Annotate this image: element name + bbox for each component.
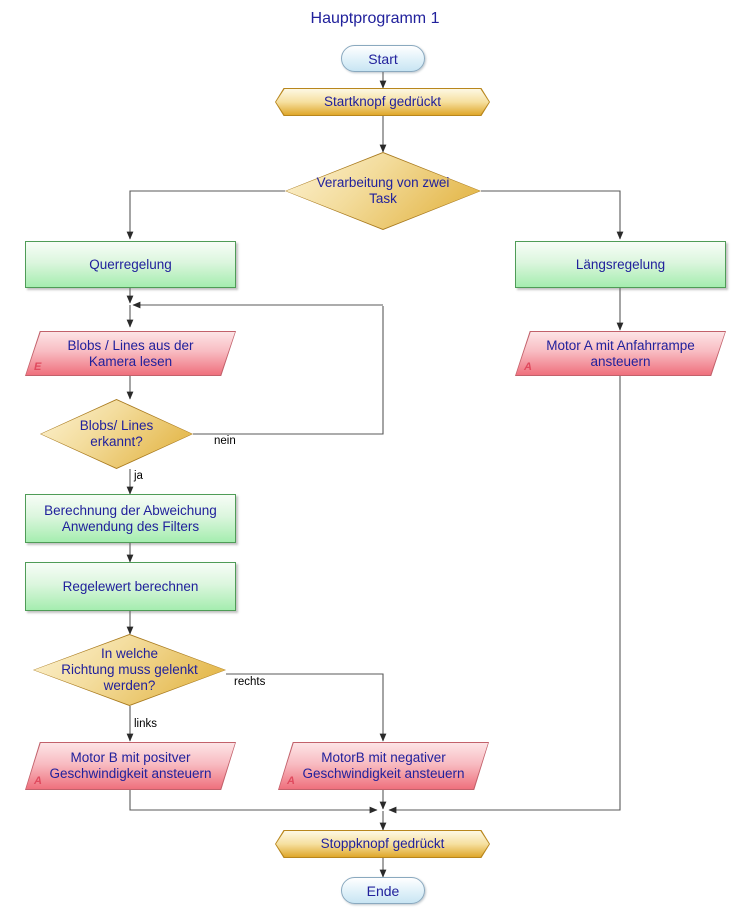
- edge-decision-nein: [193, 306, 384, 435]
- node-stoppknopf-textbox: Stoppknopf gedrückt: [275, 830, 490, 858]
- diagram-title: Hauptprogramm 1: [310, 10, 440, 27]
- node-ende-label: Ende: [366, 882, 400, 899]
- node-motor-b-positiv-label: Motor B mit positver Geschwindigkeit ans…: [49, 750, 212, 781]
- node-motor-a-textbox: Motor A mit Anfahrrampe ansteuern: [515, 331, 726, 376]
- node-berechnung-label: Berechnung der Abweichung Anwendung des …: [44, 502, 217, 534]
- edge-richtung-rechts: [226, 673, 387, 742]
- node-stoppknopf[interactable]: Stoppknopf gedrückt: [275, 830, 490, 858]
- node-querregelung[interactable]: Querregelung: [25, 241, 236, 288]
- node-regelwert-label: Regelewert berechnen: [62, 578, 199, 594]
- node-start[interactable]: Start: [341, 45, 425, 72]
- node-blobs-erkannt-label: Blobs/ Lines erkannt?: [79, 418, 154, 449]
- node-startknopf-label: Startknopf gedrückt: [323, 94, 442, 109]
- node-laengsregelung[interactable]: Längsregelung: [515, 241, 726, 288]
- node-start-label: Start: [368, 50, 398, 67]
- node-blobs-erkannt-textbox: Blobs/ Lines erkannt?: [40, 399, 193, 469]
- node-laengsregelung-label: Längsregelung: [575, 256, 666, 272]
- edge-label-ja: ja: [134, 470, 143, 482]
- node-regelwert-berechnen[interactable]: Regelewert berechnen: [25, 562, 236, 611]
- node-verarbeitung-textbox: Verarbeitung von zwei Task: [285, 152, 481, 230]
- node-blobs-erkannt[interactable]: Blobs/ Lines erkannt?: [40, 399, 193, 469]
- node-blobs-lesen-label: Blobs / Lines aus der Kamera lesen: [67, 337, 194, 369]
- node-motor-a-label: Motor A mit Anfahrrampe ansteuern: [546, 337, 695, 369]
- node-ende[interactable]: Ende: [341, 877, 425, 904]
- edge-motora-to-merge: [388, 376, 621, 814]
- edge-motorbpos-to-merge: [129, 790, 378, 814]
- node-verarbeitung-von-zwei-task[interactable]: Verarbeitung von zwei Task: [285, 152, 481, 230]
- node-blobs-lesen-textbox: Blobs / Lines aus der Kamera lesen: [25, 331, 236, 376]
- node-startknopf[interactable]: Startknopf gedrückt: [275, 88, 490, 116]
- edge-label-nein: nein: [214, 435, 236, 447]
- node-motor-b-negativ-label: MotorB mit negativer Geschwindigkeit ans…: [302, 750, 465, 781]
- edge-verarbeitung-left: [126, 190, 285, 240]
- edge-label-rechts: rechts: [234, 676, 266, 688]
- node-querregelung-label: Querregelung: [89, 256, 172, 272]
- edge-label-links: links: [134, 718, 158, 730]
- edge-verarbeitung-right: [481, 190, 624, 240]
- node-blobs-lines-lesen[interactable]: Blobs / Lines aus der Kamera lesen E: [25, 331, 236, 376]
- node-richtung-gelenkt[interactable]: In welche Richtung muss gelenkt werden?: [33, 634, 226, 706]
- node-richtung-textbox: In welche Richtung muss gelenkt werden?: [33, 634, 226, 706]
- node-motor-b-negativ-textbox: MotorB mit negativer Geschwindigkeit ans…: [278, 742, 489, 790]
- node-motor-a-anfahrrampe[interactable]: Motor A mit Anfahrrampe ansteuern A: [515, 331, 726, 376]
- node-startknopf-textbox: Startknopf gedrückt: [275, 88, 490, 116]
- node-motor-b-negativ[interactable]: MotorB mit negativer Geschwindigkeit ans…: [278, 742, 489, 790]
- node-motor-b-positiv-textbox: Motor B mit positver Geschwindigkeit ans…: [25, 742, 236, 790]
- node-stoppknopf-label: Stoppknopf gedrückt: [320, 836, 445, 851]
- node-berechnung-abweichung[interactable]: Berechnung der Abweichung Anwendung des …: [25, 494, 236, 543]
- node-richtung-label: In welche Richtung muss gelenkt werden?: [61, 646, 198, 693]
- node-verarbeitung-label: Verarbeitung von zwei Task: [316, 175, 450, 206]
- node-motor-b-positiv[interactable]: Motor B mit positver Geschwindigkeit ans…: [25, 742, 236, 790]
